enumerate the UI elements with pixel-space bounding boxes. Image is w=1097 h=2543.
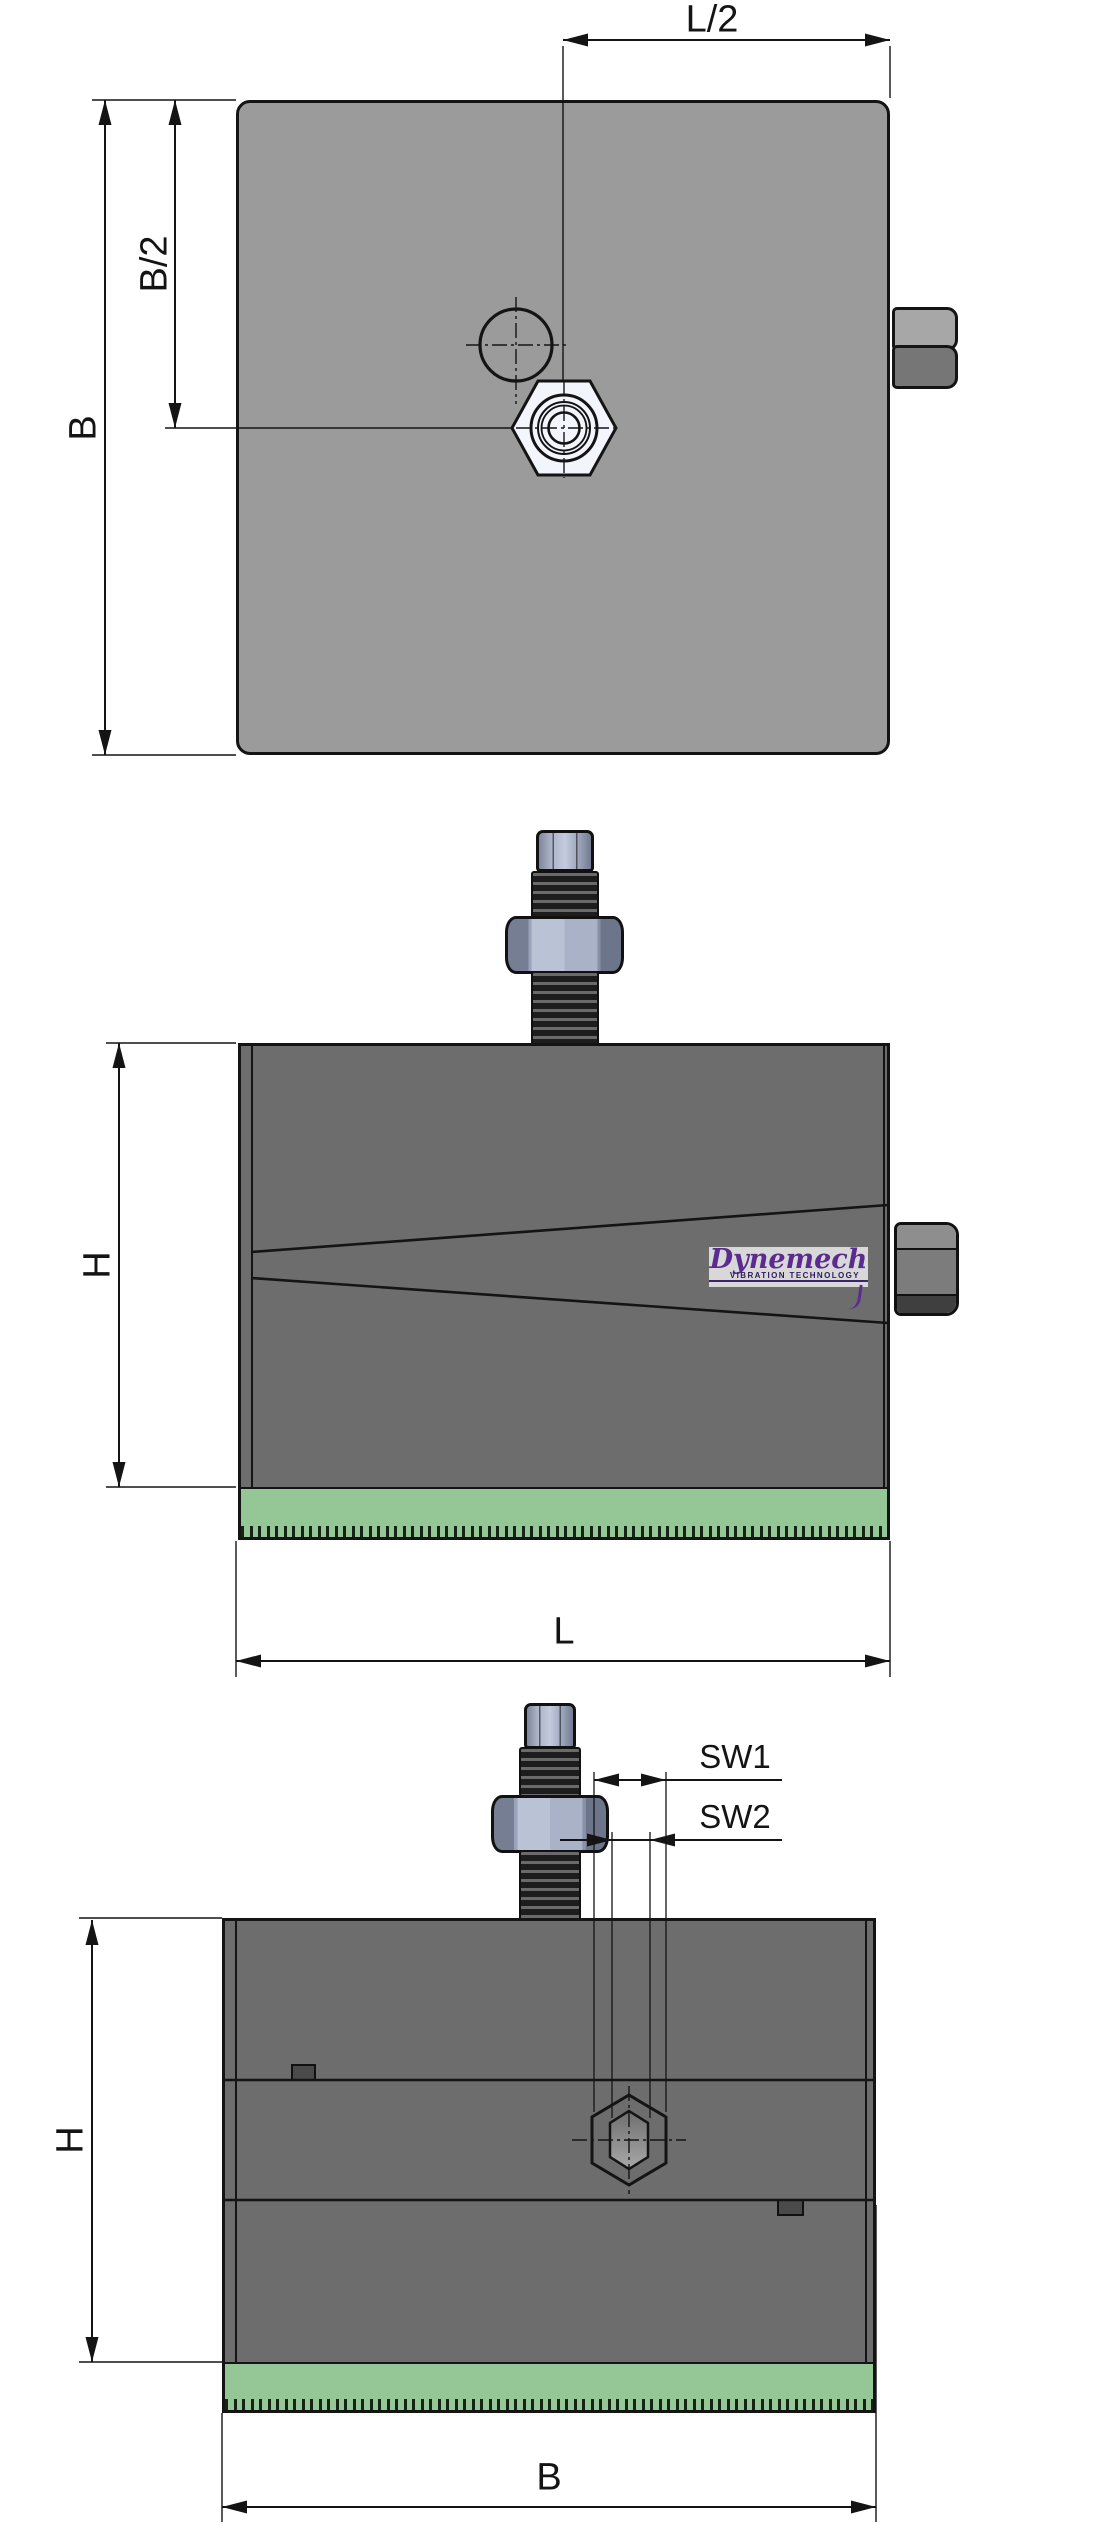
brand-logo-tagline: VIBRATION TECHNOLOGY: [709, 1271, 868, 1282]
anti-vibration-pad-front: [238, 1487, 890, 1540]
bolt-thread-lower-side: [519, 1850, 581, 1924]
fitting-band-bottom: [897, 1296, 956, 1313]
dimension-label-l-half: L/2: [685, 0, 739, 41]
dimension-label-b-side: B: [536, 2456, 562, 2499]
side-port-fitting-top-lower: [892, 345, 958, 389]
fitting-band-middle: [897, 1248, 956, 1296]
leveling-bolt-head-front: [536, 830, 594, 872]
dimension-label-b-top: B: [62, 415, 105, 441]
dimension-label-sw2: SW2: [699, 1798, 771, 1835]
top-view-plate: [236, 100, 890, 755]
body-tab-left: [291, 2064, 316, 2081]
bolt-thread-lower-front: [531, 971, 599, 1049]
dimension-label-sw1: SW1: [699, 1738, 771, 1775]
lock-nut-front: [505, 916, 624, 974]
pad-serration-side: [225, 2399, 873, 2410]
brand-logo: Dynemech VIBRATION TECHNOLOGY: [709, 1244, 868, 1287]
body-right-face-line-side: [865, 1921, 867, 2362]
bolt-thread-upper-side: [519, 1747, 581, 1797]
pad-serration-front: [241, 1526, 887, 1537]
brand-logo-text: Dynemech: [709, 1244, 868, 1275]
side-port-fitting-front: [894, 1222, 959, 1316]
dimension-label-h-front: H: [76, 1251, 119, 1279]
dimension-label-h-side: H: [49, 2126, 92, 2154]
body-left-face-line: [251, 1046, 253, 1487]
body-tab-right: [777, 2201, 804, 2216]
dimension-label-l: L: [553, 1610, 575, 1653]
lock-nut-side: [491, 1795, 609, 1853]
fitting-band-top: [897, 1225, 956, 1248]
isolator-body-side: [222, 1918, 876, 2365]
body-left-face-line-side: [235, 1921, 237, 2362]
leveling-bolt-head-side: [524, 1703, 576, 1749]
dimension-label-b-half: B/2: [133, 235, 176, 293]
bolt-thread-upper-front: [531, 871, 599, 919]
anti-vibration-pad-side: [222, 2362, 876, 2413]
body-right-face-line: [883, 1046, 885, 1487]
